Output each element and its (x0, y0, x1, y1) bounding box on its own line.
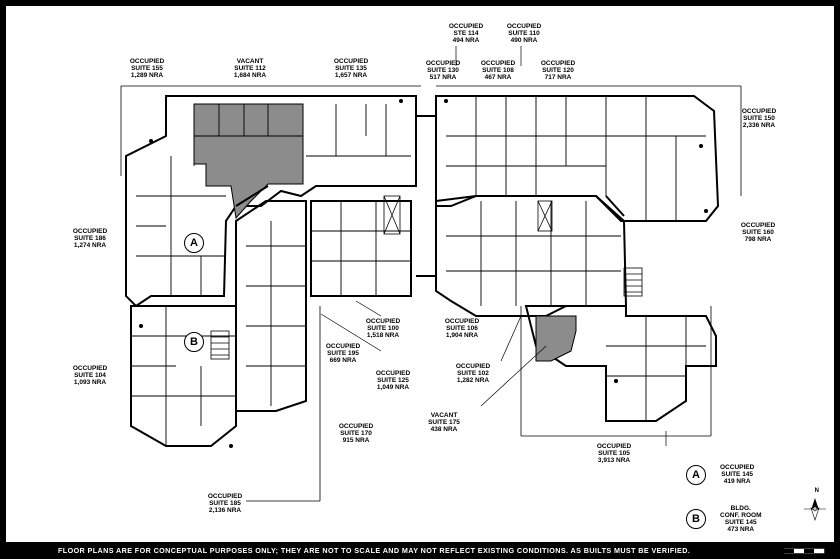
corridors (235, 115, 625, 277)
interior-walls (131, 96, 706, 446)
legend-marker-a: A (686, 464, 706, 485)
columns (139, 99, 708, 448)
floor-plan-drawing (120, 46, 742, 502)
vacant-suite-175-area (535, 315, 577, 362)
north-label: N (814, 488, 819, 494)
suite-145-marker-a: A (184, 233, 204, 253)
north-arrow-icon (804, 498, 826, 521)
stairs (210, 195, 643, 360)
leader-lines (320, 46, 667, 446)
legend-marker-b: B (686, 509, 706, 529)
conf-room-marker-b: B (184, 332, 204, 352)
right-wing (435, 95, 720, 422)
scale-bar (784, 548, 825, 554)
disclaimer-footer: FLOOR PLANS ARE FOR CONCEPTUAL PURPOSES … (58, 546, 691, 555)
left-wing (125, 95, 417, 447)
